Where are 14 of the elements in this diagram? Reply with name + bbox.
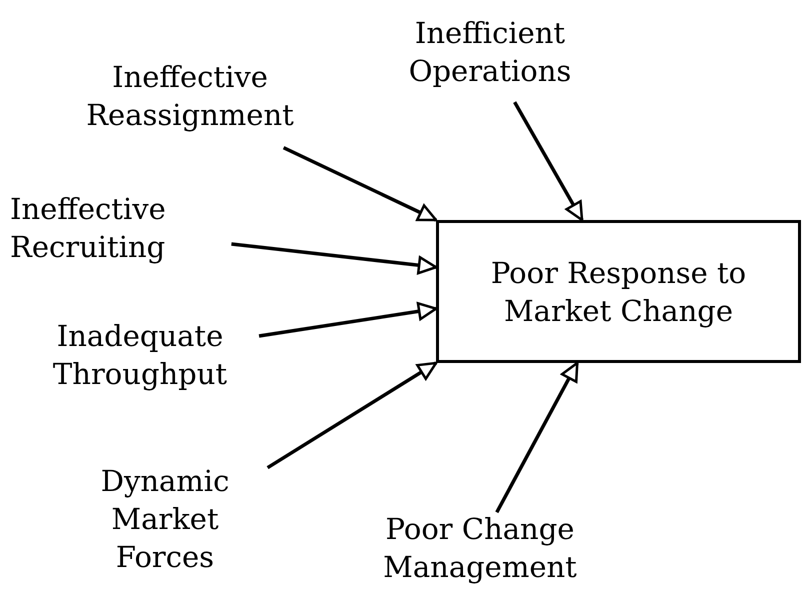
- arrow: [231, 242, 438, 274]
- cause-label: Poor Change Management: [382, 511, 578, 586]
- arrow: [266, 362, 438, 470]
- cause-label: Inadequate Throughput: [52, 318, 228, 393]
- arrow: [282, 146, 438, 222]
- cause-label: Ineffective Recruiting: [10, 191, 167, 266]
- cause-label: Inefficient Operations: [408, 15, 572, 90]
- cause-label: Dynamic Market Forces: [100, 463, 230, 576]
- arrow: [495, 362, 579, 514]
- cause-label: Ineffective Reassignment: [85, 59, 295, 134]
- box-label: Poor Response to Market Change: [490, 254, 748, 330]
- arrow: [258, 302, 438, 338]
- process-box: [436, 220, 801, 363]
- arrow: [513, 101, 584, 222]
